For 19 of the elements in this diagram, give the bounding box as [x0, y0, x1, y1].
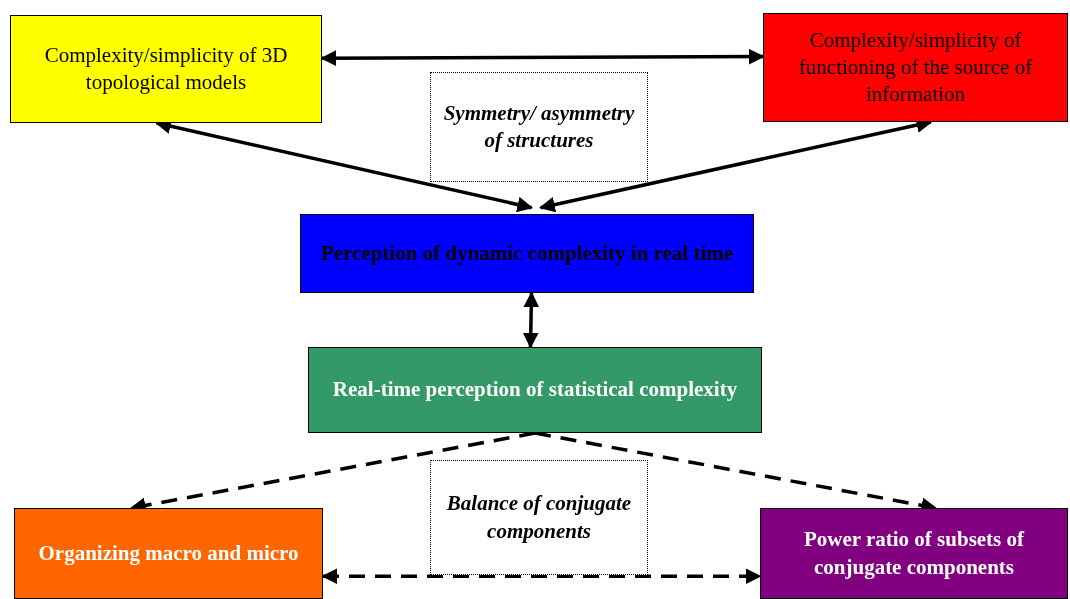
concept-box	[760, 508, 1068, 599]
concept-box	[308, 347, 762, 433]
node-text: Complexity/simplicity of functioning of the source of information	[797, 26, 1034, 109]
concept-box	[10, 15, 322, 123]
node-text: Complexity/simplicity of 3D topological models	[43, 41, 289, 96]
concept-box	[300, 214, 754, 293]
arrow	[320, 48, 765, 66]
arrow	[522, 291, 540, 349]
node-text: Perception of dynamic complexity in real time	[319, 239, 735, 267]
node-text: Power ratio of subsets of conjugate components	[802, 526, 1026, 581]
node-text: Organizing macro and micro	[37, 539, 300, 567]
node-text: Symmetry/ asymmetry of structures	[442, 99, 636, 154]
node-text: Balance of conjugate components	[445, 490, 633, 545]
note-box	[430, 460, 648, 575]
note-box	[430, 72, 648, 182]
node-text: Real-time perception of statistical complexity	[331, 376, 739, 404]
concept-box	[14, 508, 323, 599]
concept-box	[763, 13, 1068, 122]
arrow	[321, 568, 762, 585]
